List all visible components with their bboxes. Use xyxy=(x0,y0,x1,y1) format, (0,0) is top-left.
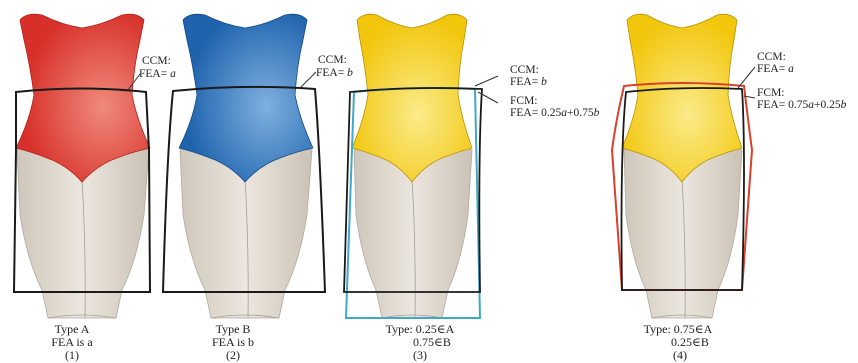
fcm-label-figure-3: FCM: xyxy=(510,95,538,107)
caption-number-figure-3: (3) xyxy=(413,348,427,362)
ccm-label-figure-2: CCM: xyxy=(318,54,347,66)
caption-number-figure-1: (1) xyxy=(65,348,79,362)
fcm-formula-figure-3: FEA= 0.25a+0.75b xyxy=(510,107,600,119)
annotations-figure-4: CCM: FEA= a FCM: FEA= 0.75a+0.25b xyxy=(757,51,847,111)
fea-label-figure-3: FEA= b xyxy=(510,76,547,88)
caption-number-figure-2: (2) xyxy=(226,348,240,362)
caption-type-figure-2: Type B xyxy=(216,322,251,336)
ccm-label-figure-1: CCM: xyxy=(142,55,171,67)
caption-fea-figure-2: FEA is b xyxy=(212,335,254,349)
annotations-figure-1: CCM: FEA= a xyxy=(139,55,176,80)
fea-label-figure-4: FEA= a xyxy=(757,63,794,75)
fcm-formula-figure-4: FEA= 0.75a+0.25b xyxy=(757,99,847,111)
caption-figure-3: Type: 0.25∈A 0.75∈B (3) xyxy=(386,322,455,362)
ccm-label-figure-3: CCM: xyxy=(510,64,539,76)
fea-label-figure-1: FEA= a xyxy=(139,68,176,80)
fea-label-figure-2: FEA= b xyxy=(316,67,353,79)
figure-2 xyxy=(163,14,325,318)
caption-type-figure-3: Type: 0.25∈A xyxy=(386,322,455,336)
caption-number-figure-4: (4) xyxy=(673,348,687,362)
caption-type-figure-1: Type A xyxy=(55,322,90,336)
figure-3 xyxy=(344,14,482,318)
caption-figure-2: Type B FEA is b (2) xyxy=(212,322,254,362)
figure-4 xyxy=(612,14,752,318)
caption-fea-figure-1: FEA is a xyxy=(51,335,93,349)
arrow-ccm-figure-3 xyxy=(475,76,498,86)
caption-figure-4: Type: 0.75∈A 0.25∈B (4) xyxy=(644,322,713,362)
annotations-figure-2: CCM: FEA= b xyxy=(316,54,353,79)
caption-membership-figure-3: 0.75∈B xyxy=(413,335,451,349)
caption-membership-figure-4: 0.25∈B xyxy=(671,335,709,349)
arrow-ccm-figure-2 xyxy=(300,72,316,88)
ccm-label-figure-4: CCM: xyxy=(757,51,786,63)
caption-type-figure-4: Type: 0.75∈A xyxy=(644,322,713,336)
arrow-ccm-figure-4 xyxy=(738,67,755,88)
figure-1 xyxy=(14,14,150,318)
fcm-label-figure-4: FCM: xyxy=(757,87,785,99)
annotations-figure-3: CCM: FEA= b FCM: FEA= 0.25a+0.75b xyxy=(510,64,600,119)
caption-figure-1: Type A FEA is a (1) xyxy=(51,322,93,362)
